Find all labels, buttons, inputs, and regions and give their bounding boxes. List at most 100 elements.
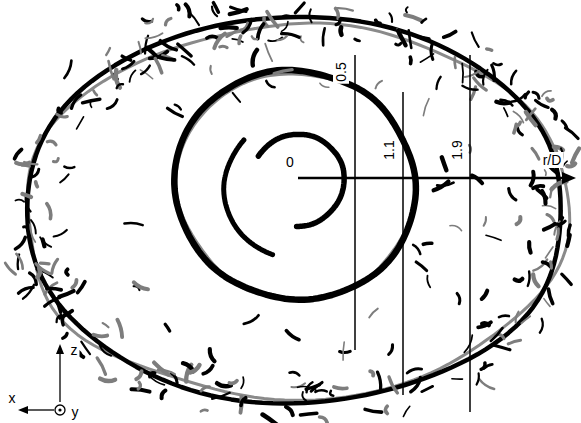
- vortex-fragment: [15, 149, 22, 158]
- vortex-fragment: [227, 30, 238, 37]
- vortex-fragment: [515, 279, 523, 281]
- vortex-fragment: [57, 302, 61, 313]
- vortex-fragment: [189, 12, 199, 25]
- vortex-fragment: [57, 315, 62, 322]
- vortex-fragment: [320, 417, 328, 423]
- vortex-fragment: [253, 50, 257, 66]
- vortex-fragment: [266, 81, 274, 87]
- vortex-fragment: [31, 220, 36, 234]
- vortex-fragment: [389, 377, 397, 393]
- vortex-fragment: [231, 7, 246, 11]
- vortex-fragment: [370, 371, 373, 375]
- vortex-fragment: [81, 342, 90, 355]
- vortex-fragment: [557, 229, 559, 240]
- vortex-fragment: [417, 37, 430, 39]
- vortex-fragment: [274, 70, 292, 74]
- vortex-fragment: [338, 27, 343, 34]
- vortex-fragment: [145, 19, 153, 24]
- vortex-fragment: [123, 61, 135, 69]
- vortex-fragment: [77, 117, 84, 129]
- vortex-fragment: [117, 84, 123, 88]
- vortex-fragment: [336, 8, 339, 18]
- vortex-fragment: [378, 372, 381, 389]
- vortex-fragment: [562, 121, 567, 129]
- vortex-ring: [27, 17, 561, 403]
- vortex-fragment: [411, 378, 421, 392]
- vortex-fragment: [124, 223, 142, 225]
- vortex-fragment: [336, 19, 340, 24]
- vortex-fragment: [66, 269, 68, 274]
- vortex-fragment: [47, 289, 61, 290]
- vortex-fragment: [37, 136, 41, 143]
- vortex-fragment: [24, 227, 28, 230]
- vortex-fragment: [472, 175, 482, 183]
- vortex-fragment: [265, 44, 272, 61]
- vortex-fragment: [494, 345, 510, 350]
- vortex-fragment: [547, 215, 554, 222]
- axis-line: [59, 352, 60, 402]
- vortex-fragment: [518, 128, 523, 135]
- arrow-head: [56, 344, 64, 354]
- vortex-fragment: [442, 157, 447, 170]
- vortex-fragment: [457, 293, 460, 303]
- vortex-fragment: [493, 63, 501, 65]
- vortex-fragment: [145, 33, 162, 38]
- vortex-fragment: [160, 57, 175, 60]
- vortex-fragment: [484, 364, 493, 368]
- vortex-fragment: [30, 273, 37, 285]
- vortex-fragment: [290, 372, 300, 375]
- vortex-fragment: [390, 13, 393, 21]
- vortex-fragment: [396, 43, 401, 45]
- vortex-fragment: [416, 262, 426, 271]
- vortex-fragment: [141, 66, 150, 75]
- vortex-fragment: [549, 289, 553, 303]
- vortex-fragment: [423, 243, 432, 244]
- vortex-fragment: [403, 406, 409, 416]
- vortex-fragment: [103, 323, 109, 327]
- arrow-head: [562, 172, 576, 184]
- vortex-fragment: [568, 225, 570, 236]
- vortex-fragment: [252, 36, 257, 39]
- axis-title: r/D: [541, 152, 564, 168]
- vortex-fragment: [529, 242, 531, 252]
- vortex-fragment: [517, 217, 521, 224]
- vortex-fragment: [177, 5, 179, 10]
- out-of-plane-symbol: [55, 405, 65, 415]
- vortex-fragment: [513, 111, 523, 122]
- vortex-fragment: [158, 370, 175, 374]
- vortex-fragment: [509, 189, 516, 200]
- vortex-fragment: [450, 226, 462, 231]
- vortex-fragment: [336, 8, 353, 10]
- vortex-fragment: [210, 349, 215, 361]
- vortex-fragment: [286, 407, 293, 415]
- vortex-fragment: [212, 7, 217, 17]
- vortex-fragment: [422, 19, 426, 23]
- vortex-fragment: [376, 81, 383, 89]
- vortex-fragment: [286, 331, 299, 340]
- vortex-fragment: [552, 110, 556, 119]
- vortex-fragment: [452, 378, 463, 380]
- vortex-fragment: [282, 22, 288, 32]
- vortex-fragment: [258, 24, 264, 39]
- vortex-fragment: [355, 39, 360, 41]
- vortex-fragment: [117, 320, 122, 337]
- vortex-fragment: [130, 70, 136, 81]
- vortex-fragment: [58, 108, 61, 113]
- vortex-fragment: [516, 312, 519, 323]
- vortex-fragment: [282, 34, 300, 38]
- vortex-fragment: [389, 345, 393, 355]
- vortex-fragment: [57, 114, 68, 117]
- vortex-fragment: [408, 57, 412, 63]
- vortex-fragment: [190, 365, 200, 373]
- radial-axis: [298, 55, 576, 412]
- vortex-fragment: [547, 99, 553, 101]
- vortex-fragment: [109, 61, 114, 79]
- vortex-fragment: [72, 280, 76, 288]
- vortex-fragment: [572, 149, 579, 163]
- vortex-fragment: [267, 12, 278, 27]
- vortex-fragment: [107, 100, 117, 109]
- vortex-fragment: [300, 413, 317, 415]
- vortex-fragment: [220, 46, 227, 47]
- vortex-fragment: [155, 59, 161, 73]
